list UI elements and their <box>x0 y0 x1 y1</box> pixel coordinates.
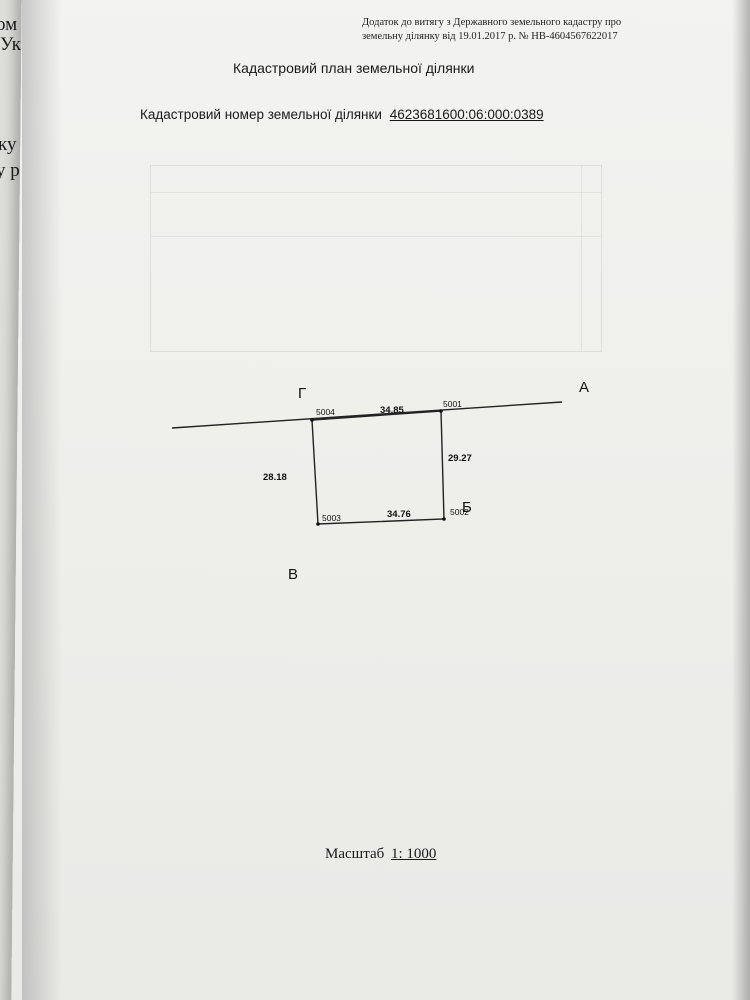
scale-value: 1: 1000 <box>390 846 437 862</box>
scale-line: Масштаб 1: 1000 <box>325 846 436 863</box>
neighbor-label-v: В <box>288 566 298 583</box>
vertex-5004-dot <box>310 418 314 422</box>
scale-label: Масштаб <box>325 846 385 862</box>
point-number-5003: 5003 <box>322 513 341 523</box>
length-bottom: 34.76 <box>387 509 411 520</box>
reverse-side-bleed-through <box>150 165 602 352</box>
length-right: 29.27 <box>448 453 472 464</box>
appendix-note: Додаток до витягу з Державного земельног… <box>362 16 652 44</box>
point-number-5004: 5004 <box>316 407 335 417</box>
point-number-5002: 5002 <box>450 507 469 517</box>
neighbor-boundary-line <box>171 401 563 429</box>
vertex-5003-dot <box>316 522 320 526</box>
appendix-note-line-1: Додаток до витягу з Державного земельног… <box>362 17 622 28</box>
parcel-boundary <box>311 410 445 525</box>
document-title: Кадастровий план земельної ділянки <box>233 60 475 76</box>
cadastral-number-label: Кадастровий номер земельної ділянки <box>140 107 382 122</box>
point-number-5001: 5001 <box>443 399 462 409</box>
length-top: 34.85 <box>380 405 404 416</box>
under-page-text-3: ку <box>0 134 17 155</box>
appendix-note-line-2: земельну ділянку від 19.01.2017 р. № НВ-… <box>362 31 618 42</box>
sheet-right-edge <box>732 0 750 1000</box>
neighbor-label-b: Б <box>462 499 472 516</box>
vertex-5001-dot <box>439 409 443 413</box>
neighbor-label-g: Г <box>298 385 306 402</box>
length-left: 28.18 <box>263 472 287 483</box>
cadastral-number-value: 4623681600:06:000:0389 <box>389 107 544 122</box>
vertex-5002-dot <box>442 517 446 521</box>
neighbor-label-a: А <box>579 379 589 396</box>
cadastral-number-line: Кадастровий номер земельної ділянки 4623… <box>140 107 544 122</box>
